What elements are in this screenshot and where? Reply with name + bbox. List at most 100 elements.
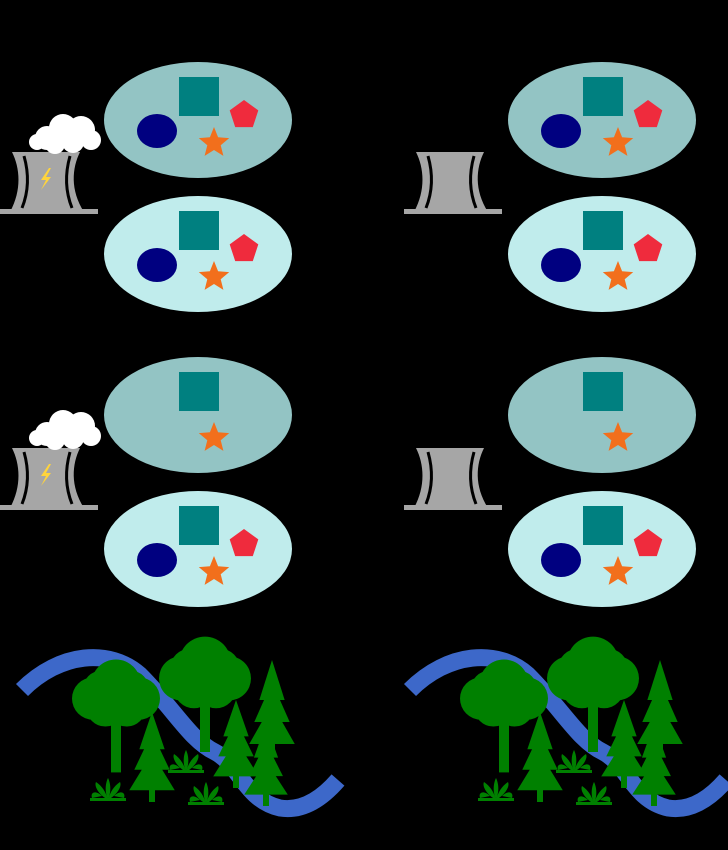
conifer-tier <box>249 704 295 744</box>
shrub <box>168 750 204 773</box>
steam-puff <box>45 430 65 450</box>
plant-base <box>0 209 98 214</box>
deciduous-tree <box>460 659 548 773</box>
conifer-tier <box>259 660 285 700</box>
shrub <box>576 782 612 805</box>
shrub-leaf <box>493 778 499 800</box>
conifer-tier <box>213 740 259 777</box>
shrub-leaf <box>581 786 594 804</box>
pentagon-icon <box>229 100 259 128</box>
conifer-tier <box>611 700 637 737</box>
river-and-forest-icon <box>403 636 728 818</box>
square-icon <box>179 77 219 116</box>
shrub-ground <box>90 798 126 801</box>
pentagon-icon <box>229 529 259 557</box>
tree-canopy <box>470 670 510 710</box>
community-ellipse <box>508 357 696 473</box>
community-ellipse <box>508 196 696 312</box>
community-ellipse <box>508 491 696 607</box>
conifer-tree <box>632 724 676 806</box>
conifer-tier <box>517 753 563 791</box>
tree-canopy <box>82 670 122 710</box>
star-icon <box>602 556 634 585</box>
tower-stripe-left <box>20 155 29 209</box>
shrub-leaf <box>203 782 209 804</box>
deciduous-tree <box>547 636 639 752</box>
tower-stripe-left <box>424 155 433 209</box>
conifer-tier <box>522 732 558 770</box>
tower-stripe-left <box>424 451 433 505</box>
pentagon-icon <box>633 529 663 557</box>
conifer-tree <box>601 700 647 788</box>
tower-stripe-right <box>469 451 478 505</box>
circle-icon <box>137 248 177 282</box>
community-dark <box>104 62 292 178</box>
shrub-ground <box>188 802 224 805</box>
tree-trunk <box>263 792 269 806</box>
shrub-leaf <box>479 792 490 798</box>
conifer-tier <box>134 732 170 770</box>
square-icon <box>583 372 623 411</box>
shrub-leaf <box>95 782 108 800</box>
conifer-tier <box>606 720 642 757</box>
shrub-leaf <box>580 764 591 770</box>
shrub-ground <box>168 770 204 773</box>
lightning-icon <box>41 464 51 486</box>
shrub-leaf <box>591 782 597 804</box>
tree-trunk <box>621 774 627 788</box>
river-and-forest-icon <box>15 636 345 818</box>
shrub <box>188 782 224 805</box>
deciduous-tree <box>72 659 160 773</box>
shrub-leaf <box>594 786 607 804</box>
shrub <box>90 778 126 801</box>
circle-icon <box>541 543 581 577</box>
shrub-leaf <box>192 764 203 770</box>
shrub-leaf <box>169 764 180 770</box>
tree-trunk <box>537 788 543 802</box>
square-icon <box>179 372 219 411</box>
tree-trunk <box>651 792 657 806</box>
shrub-leaf <box>496 782 509 800</box>
shrub-leaf <box>574 754 587 772</box>
cooling-tower-icon <box>404 152 502 214</box>
tree-trunk <box>200 696 210 752</box>
tree-trunk <box>588 696 598 752</box>
community-ellipse <box>104 357 292 473</box>
conifer-tier <box>244 761 288 795</box>
conifer-tier <box>641 724 667 758</box>
community-ellipse <box>508 62 696 178</box>
shrub-leaf <box>91 792 102 798</box>
community-light <box>104 196 292 312</box>
cooling-tower-body <box>414 448 488 508</box>
circle-icon <box>541 114 581 148</box>
star-icon <box>198 127 230 156</box>
shrub-leaf <box>212 796 223 802</box>
conifer-tier <box>139 712 165 750</box>
conifer-tier <box>218 720 254 757</box>
circle-icon <box>137 114 177 148</box>
power-plant-with-steam-and-lightning-icon <box>0 410 101 510</box>
shrub-leaf <box>108 782 121 800</box>
community-light <box>508 491 696 607</box>
steam-puff <box>29 430 45 446</box>
steam-puff <box>45 134 65 154</box>
plant-base <box>404 209 502 214</box>
community-light <box>508 196 696 312</box>
conifer-tier <box>254 682 290 722</box>
shrub-leaf <box>206 786 219 804</box>
power-plant-with-steam-and-lightning-icon <box>0 114 101 214</box>
circle-icon <box>541 248 581 282</box>
shrub-leaf <box>186 754 199 772</box>
steam-puff <box>81 130 101 150</box>
community-dark <box>508 62 696 178</box>
lightning-icon <box>41 168 51 190</box>
conifer-tier <box>129 753 175 791</box>
shrub-leaf <box>173 754 186 772</box>
square-icon <box>583 506 623 545</box>
steam-cloud-icon <box>29 410 101 450</box>
conifer-tree <box>213 700 259 788</box>
steam-puff <box>62 131 84 153</box>
pentagon-icon <box>633 234 663 262</box>
community-dark <box>104 357 292 473</box>
tree-canopy <box>199 648 240 690</box>
